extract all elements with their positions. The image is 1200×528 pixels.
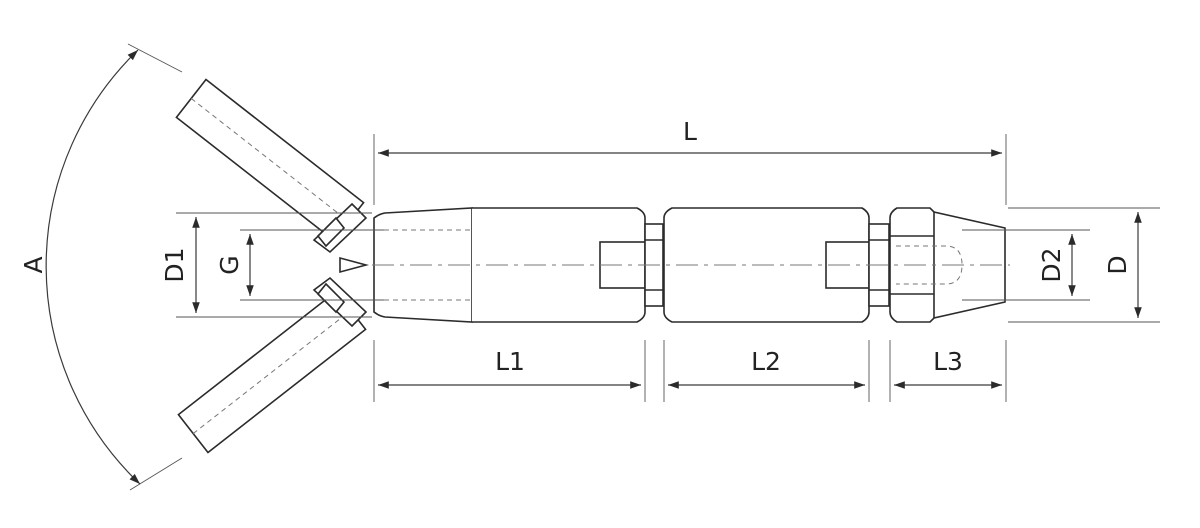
label-L2: L2 [751,347,781,376]
lower-cone-washer [312,276,368,328]
dimension-D [1008,207,1160,323]
label-D1: D1 [160,247,189,282]
left-stud [373,207,646,323]
label-L3: L3 [933,347,963,376]
label-D: D [1103,255,1132,274]
label-A: A [19,256,48,273]
label-L1: L1 [495,347,525,376]
dimension-A [45,43,183,491]
dimension-L1 [373,340,646,402]
upper-wire-rope [175,78,365,242]
dimension-G [240,229,384,301]
label-L: L [683,117,697,146]
dimension-D1 [176,212,372,318]
label-D2: D2 [1037,247,1066,282]
rope-junction [339,256,370,274]
upper-cone-washer [312,202,368,254]
dimension-L3 [889,340,1007,402]
dimension-D2 [962,229,1090,301]
dimension-L2 [663,340,870,402]
label-G: G [215,255,244,274]
dimension-L [373,134,1007,205]
lower-wire-rope [177,290,367,454]
